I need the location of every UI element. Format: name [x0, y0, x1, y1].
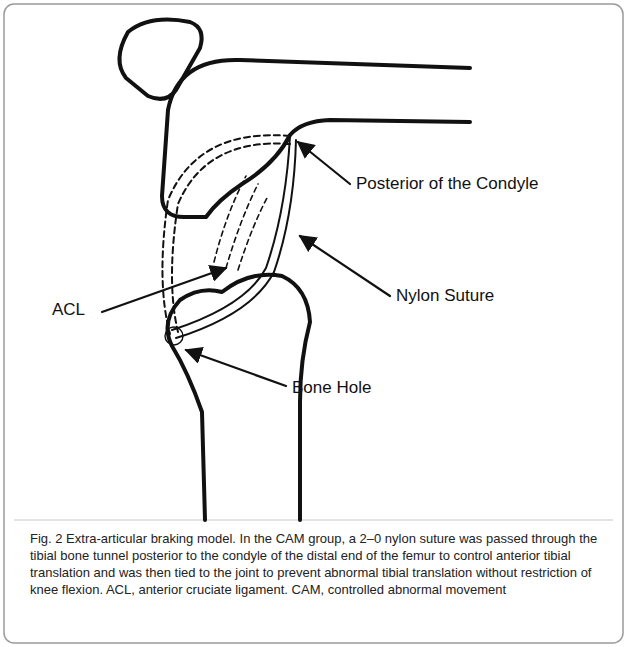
figure-caption: Fig. 2 Extra-articular braking model. In…	[30, 530, 598, 598]
part-label: Bone Hole	[292, 378, 371, 398]
leader-line	[186, 350, 286, 386]
figure-frame	[4, 4, 623, 643]
leader-line	[298, 142, 350, 184]
bone-hole	[165, 327, 183, 345]
acl-fibre	[214, 176, 246, 262]
caption-divider	[14, 520, 613, 521]
tibia	[168, 275, 311, 520]
part-label: Nylon Suture	[396, 286, 494, 306]
nylon-suture	[176, 140, 296, 338]
patella	[119, 20, 201, 99]
femur	[162, 60, 470, 217]
acl-fibre	[238, 196, 268, 270]
bone-tunnel	[162, 135, 290, 334]
part-label: Posterior of the Condyle	[356, 174, 538, 194]
leader-line	[300, 236, 390, 296]
part-label: ACL	[52, 300, 85, 320]
leader-line	[102, 268, 226, 312]
nylon-suture	[172, 136, 290, 330]
